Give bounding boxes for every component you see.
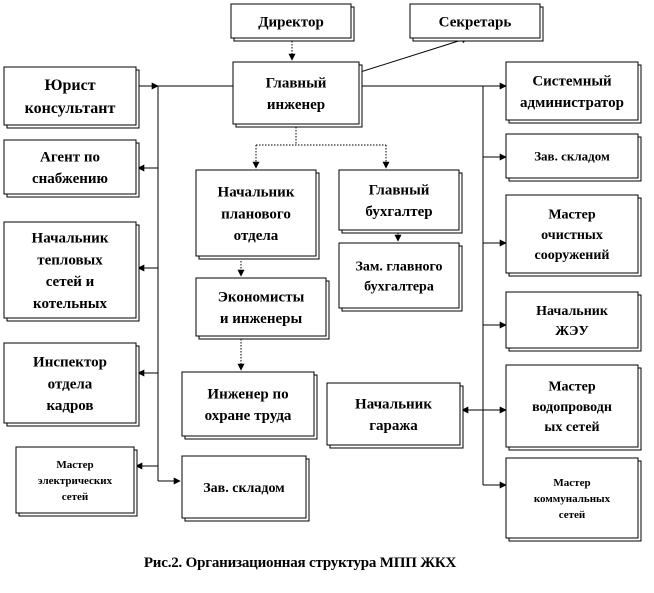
node-box xyxy=(338,169,460,231)
node-supply-agent: Агент по снабжению xyxy=(3,139,140,198)
node-label-line: сетей и xyxy=(46,274,95,290)
node-economists: Экономисты и инженеры xyxy=(195,277,330,340)
node-label-line: сооружений xyxy=(534,248,609,263)
node-label-line: котельных xyxy=(33,296,107,312)
node-garage-chief: Начальник гаража xyxy=(326,382,464,449)
node-communal-master: Мастер коммунальных сетей xyxy=(505,457,642,542)
node-box xyxy=(505,291,639,349)
node-label-line: тепловых xyxy=(37,252,103,268)
node-chief-engineer: Главный инженер xyxy=(232,61,363,128)
node-box xyxy=(3,66,137,126)
node-label-line: Экономисты xyxy=(218,289,305,305)
node-box xyxy=(409,3,541,39)
node-secretary: Секретарь xyxy=(409,3,544,42)
node-label-line: Агент по xyxy=(40,149,100,165)
node-label-line: Главный xyxy=(369,182,430,198)
node-deputy-accountant: Зам. главного бухгалтера xyxy=(338,242,463,312)
node-electric-master: Мастер электрических сетей xyxy=(15,446,138,517)
node-box xyxy=(505,194,639,274)
node-label-line: Директор xyxy=(258,14,324,30)
node-box xyxy=(505,457,639,539)
node-water-master: Мастер водопроводн ых сетей xyxy=(505,364,642,451)
node-label-line: инженер xyxy=(267,97,325,113)
figure-caption: Рис.2. Организационная структура МПП ЖКХ xyxy=(143,555,457,571)
node-label-line: снабжению xyxy=(32,171,108,187)
node-box xyxy=(195,277,327,337)
node-label-line: Начальник xyxy=(355,396,432,412)
node-label-line: Начальник xyxy=(536,304,609,319)
node-label-line: водопроводн xyxy=(532,400,612,415)
node-label-line: охране труда xyxy=(205,408,292,424)
node-label-line: Мастер xyxy=(548,380,596,395)
node-box xyxy=(195,169,317,257)
node-label-line: Мастер xyxy=(548,208,596,223)
node-label-line: Инспектор xyxy=(33,355,107,371)
node-label-line: бухгалтер xyxy=(365,204,432,220)
node-treatment-master: Мастер очистных сооружений xyxy=(505,194,642,277)
node-label-line: Начальник xyxy=(32,231,109,247)
node-hr-inspector: Инспектор отдела кадров xyxy=(3,342,140,427)
node-label-line: отдела xyxy=(234,228,279,244)
node-label-line: Зам. главного xyxy=(355,259,442,274)
node-label-line: Секретарь xyxy=(439,14,512,30)
node-box xyxy=(3,221,137,319)
node-box xyxy=(230,3,352,39)
connectors xyxy=(135,36,507,489)
node-label-line: Инженер по xyxy=(207,386,288,402)
node-label-line: консультант xyxy=(25,100,116,117)
node-lawyer: Юрист консультант xyxy=(3,66,140,129)
node-box xyxy=(3,139,137,195)
node-label-line: электрических xyxy=(38,475,113,487)
node-box xyxy=(505,61,639,121)
node-label-line: бухгалтера xyxy=(364,280,434,295)
node-sysadmin: Системный администратор xyxy=(505,61,642,124)
node-planning-chief: Начальник планового отдела xyxy=(195,169,320,260)
node-label-line: Зав. складом xyxy=(203,481,285,496)
node-box xyxy=(181,371,315,437)
node-box xyxy=(232,61,360,125)
node-label-line: ЖЭУ xyxy=(555,324,589,339)
node-box xyxy=(338,242,460,309)
node-box xyxy=(505,133,639,179)
node-label-line: очистных xyxy=(541,228,603,243)
node-warehouse-center: Зав. складом xyxy=(181,455,310,522)
node-label-line: Начальник xyxy=(218,185,295,201)
node-box xyxy=(15,446,135,514)
node-label-line: гаража xyxy=(369,418,418,434)
node-safety-engineer: Инженер по охране труда xyxy=(181,371,318,440)
node-label-line: кадров xyxy=(46,398,93,414)
node-label-line: администратор xyxy=(520,95,624,111)
node-director: Директор xyxy=(230,3,355,42)
node-label-line: ых сетей xyxy=(544,420,599,435)
node-box xyxy=(326,382,461,446)
node-label-line: планового xyxy=(221,206,291,222)
node-chief-accountant: Главный бухгалтер xyxy=(338,169,463,234)
node-label-line: отдела xyxy=(48,376,93,392)
node-label-line: Мастер xyxy=(56,459,93,471)
node-box xyxy=(181,455,307,519)
node-label-line: сетей xyxy=(559,509,586,521)
node-warehouse-right: Зав. складом xyxy=(505,133,642,182)
node-label-line: коммунальных xyxy=(534,493,611,505)
node-label-line: Мастер xyxy=(553,477,590,489)
node-label-line: Главный xyxy=(266,75,327,91)
node-box xyxy=(3,342,137,424)
node-label-line: Зав. складом xyxy=(534,149,610,164)
node-label-line: и инженеры xyxy=(220,311,303,327)
node-label-line: Системный xyxy=(532,73,612,89)
node-label-line: Юрист xyxy=(44,77,95,94)
node-heating-chief: Начальник тепловых сетей и котельных xyxy=(3,221,140,322)
node-box xyxy=(505,364,639,448)
node-label-line: сетей xyxy=(62,491,89,503)
